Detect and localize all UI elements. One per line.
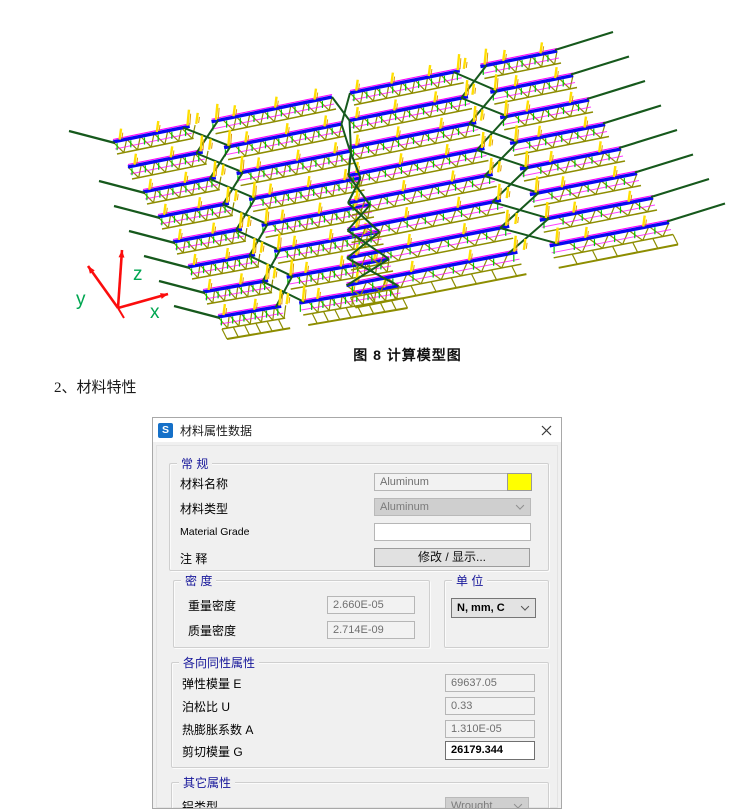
axis-arrowhead [160,293,168,299]
material-type-label: 材料类型 [180,502,229,516]
thermal-coeff-field[interactable]: 1.310E-05 [445,720,535,738]
material-property-dialog: S 材料属性数据 常 规 材料名称 Aluminum 材料类型 Aluminum… [152,417,562,809]
aluminum-type-dropdown[interactable]: Wrought [445,797,529,809]
weight-density-field[interactable]: 2.660E-05 [327,596,415,614]
figure-caption: 图 8 计算模型图 [353,347,462,363]
chevron-down-icon [515,501,525,510]
axis-arrowhead [118,250,125,258]
group-isotropic-title: 各向同性属性 [179,654,260,671]
material-grade-label: Material Grade [180,526,250,538]
group-units-title: 单 位 [452,572,488,589]
axis-arrowhead [88,266,95,274]
chevron-down-icon [513,800,523,808]
dialog-title: 材料属性数据 [180,423,253,438]
group-other: 其它属性 铝类型 Wrought [171,774,549,809]
group-isotropic: 各向同性属性 弹性模量 E 69637.05 泊松比 U 0.33 热膨胀系数 … [171,654,549,768]
modify-show-button[interactable]: 修改 / 显示... [374,548,530,567]
material-name-label: 材料名称 [180,477,229,491]
poisson-ratio-label: 泊松比 U [182,700,231,714]
group-density: 密 度 重量密度 2.660E-05 质量密度 2.714E-09 [173,572,430,648]
aluminum-type-label: 铝类型 [182,800,219,809]
material-type-dropdown[interactable]: Aluminum [374,498,531,516]
calculation-model-figure: z y x [68,30,726,340]
material-type-value: Aluminum [380,501,429,513]
units-dropdown[interactable]: N, mm, C [451,598,536,618]
axis-label-x: x [150,302,160,323]
shear-modulus-label: 剪切模量 G [182,745,243,759]
group-density-title: 密 度 [181,572,217,589]
axis-label-y: y [76,289,86,310]
aluminum-type-value: Wrought [451,800,493,809]
material-name-field[interactable]: Aluminum [374,473,511,491]
dialog-titlebar: S 材料属性数据 [153,418,561,442]
units-value: N, mm, C [457,602,505,614]
notes-label: 注 释 [180,552,208,566]
group-units: 单 位 N, mm, C [444,572,549,648]
section-heading: 2、材料特性 [54,380,137,396]
material-color-swatch[interactable] [507,473,532,491]
chevron-down-icon [520,602,530,611]
elastic-modulus-label: 弹性模量 E [182,677,242,691]
close-icon[interactable] [537,421,556,439]
group-other-title: 其它属性 [179,774,236,791]
app-icon: S [158,422,173,438]
poisson-ratio-field[interactable]: 0.33 [445,697,535,715]
weight-density-label: 重量密度 [188,599,237,613]
elastic-modulus-field[interactable]: 69637.05 [445,674,535,692]
axis-label-z: z [133,264,143,285]
group-general-title: 常 规 [177,455,213,472]
thermal-coeff-label: 热膨胀系数 A [182,723,254,737]
shear-modulus-field[interactable]: 26179.344 [445,741,535,760]
mass-density-label: 质量密度 [188,624,237,638]
group-general: 常 规 材料名称 Aluminum 材料类型 Aluminum Material… [169,455,549,571]
material-grade-field[interactable] [374,523,531,541]
mass-density-field[interactable]: 2.714E-09 [327,621,415,639]
